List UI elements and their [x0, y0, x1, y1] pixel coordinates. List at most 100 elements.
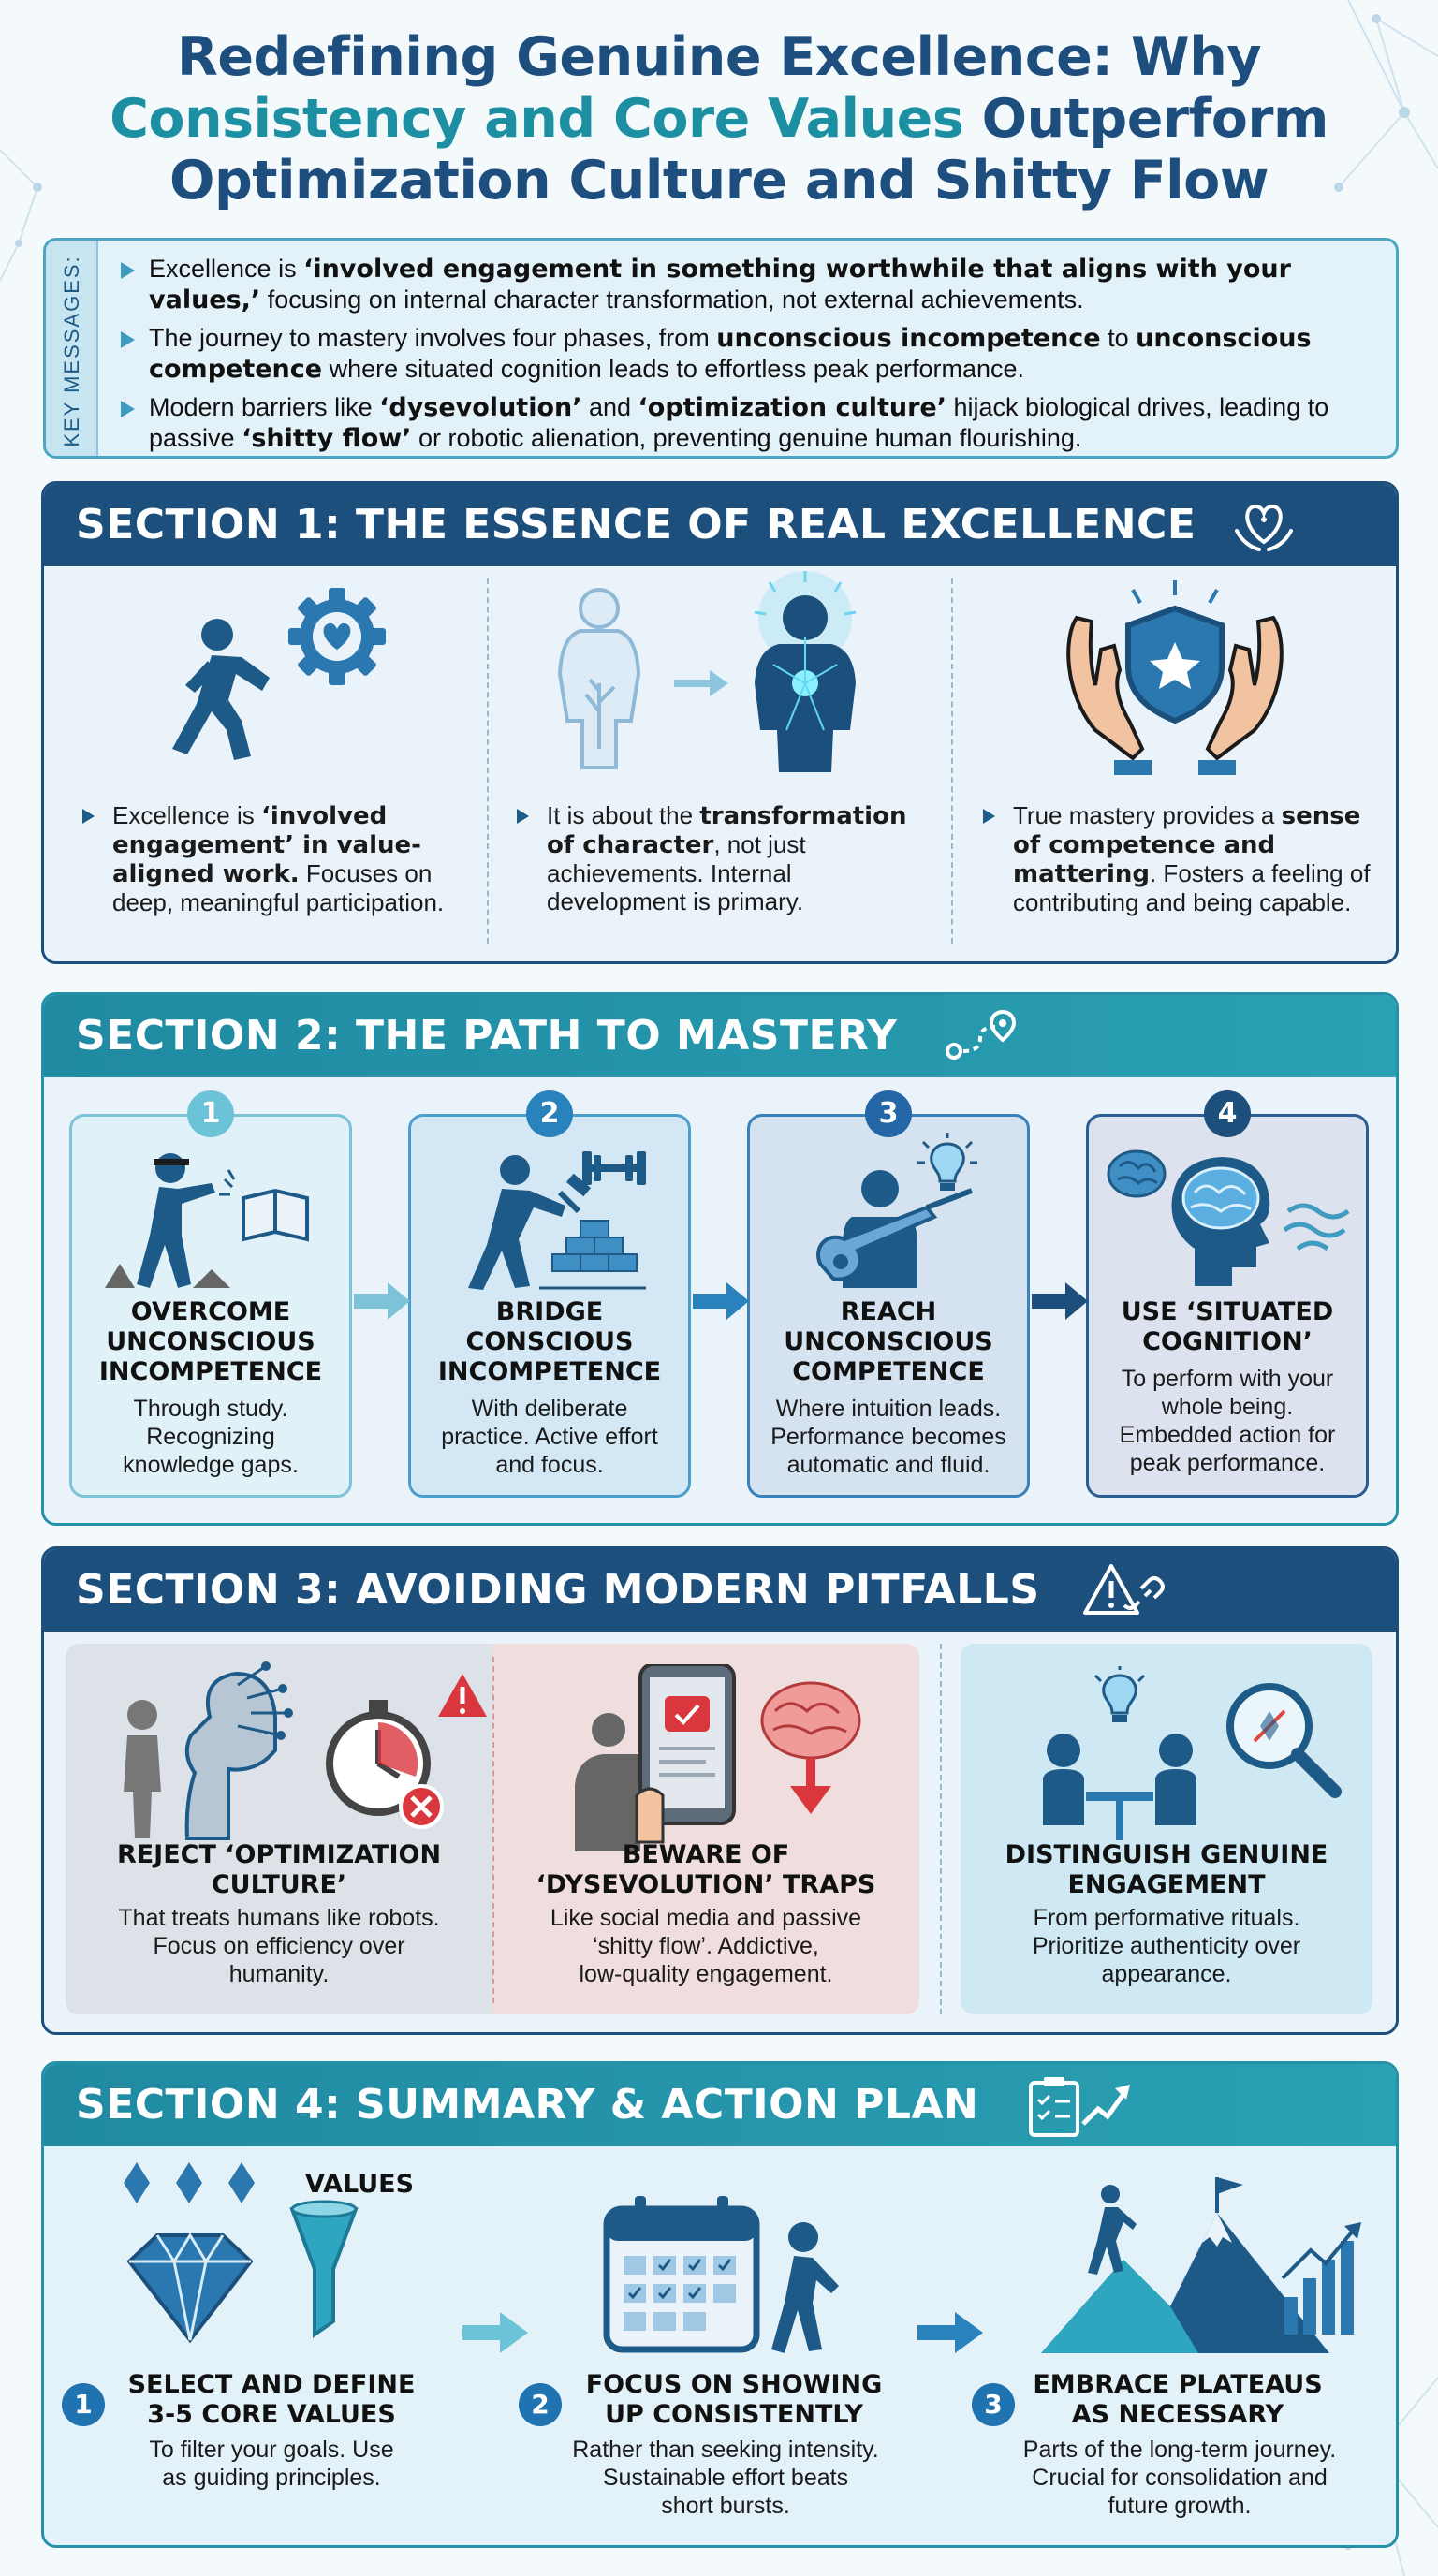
action-desc-line: future growth. [1108, 2493, 1252, 2519]
action-title-3: EMBRACE PLATEAUS AS NECESSARY [1019, 2370, 1337, 2430]
step-badge-2: 2 [526, 1090, 573, 1137]
pitfall-title-line: CULTURE’ [211, 1870, 347, 1899]
pitfall-desc-line: Prioritize authenticity over [1032, 1933, 1301, 1959]
essence-bold: transformation of character [547, 802, 907, 859]
essence-text: Focuses on deep, meaningful participatio… [112, 859, 445, 916]
title-highlight: Consistency and Core Values [110, 88, 964, 150]
blindfolded-person-book-icon [105, 1153, 309, 1288]
action-title-line: FOCUS ON SHOWING [585, 2370, 883, 2399]
arrow-right-icon [1032, 1282, 1088, 1320]
action-desc-line: short bursts. [661, 2493, 790, 2519]
section-1-heading: SECTION 1: THE ESSENCE OF REAL EXCELLENC… [76, 501, 1196, 549]
step-title-line: INCOMPETENCE [437, 1357, 662, 1386]
checklist-trend-icon [1029, 2077, 1130, 2137]
action-desc-3: Parts of the long-term journey. Crucial … [983, 2436, 1376, 2520]
phone-brain-down-icon [575, 1664, 861, 1852]
essence-text: True mastery provides a [1013, 801, 1282, 829]
step-desc-line: automatic and fluid. [786, 1452, 990, 1478]
pitfall-desc-line: ‘shitty flow’. Addictive, [593, 1933, 819, 1959]
action-desc-1: To filter your goals. Use as guiding pri… [94, 2436, 449, 2492]
section-3-heading: SECTION 3: AVOIDING MODERN PITFALLS [76, 1566, 1040, 1614]
action-number-1: 1 [62, 2383, 105, 2426]
section-3-header: SECTION 3: AVOIDING MODERN PITFALLS [44, 1549, 1396, 1632]
key-bold: unconscious incompetence [716, 324, 1101, 353]
triangle-bullet-icon [121, 331, 135, 348]
step-title-line: BRIDGE [495, 1297, 604, 1326]
title-line-1: Redefining Genuine Excellence: Why [176, 26, 1262, 88]
action-desc-2: Rather than seeking intensity. Sustainab… [534, 2436, 917, 2520]
section-2-heading: SECTION 2: THE PATH TO MASTERY [76, 1012, 898, 1060]
key-bold: ‘optimization culture’ [638, 393, 946, 422]
heart-hands-icon [1235, 504, 1293, 551]
action-number-3: 3 [972, 2383, 1015, 2426]
section-2-header: SECTION 2: THE PATH TO MASTERY [44, 995, 1396, 1077]
essence-text-1: Excellence is ‘involved engagement’ in v… [82, 801, 466, 916]
step-title-line: REACH [840, 1297, 937, 1326]
step-title-line: CONSCIOUS [465, 1327, 634, 1356]
step-title-line: USE ‘SITUATED [1121, 1297, 1334, 1326]
step-title-line: COGNITION’ [1142, 1327, 1313, 1356]
essence-text-3: True mastery provides a sense of compete… [983, 801, 1376, 916]
pitfall-title-line: REJECT ‘OPTIMIZATION [116, 1840, 442, 1869]
key-text: to [1100, 324, 1137, 352]
title-line-3: Optimization Culture and Shitty Flow [169, 150, 1269, 212]
key-message-item: Modern barriers like ‘dysevolution’ and … [117, 392, 1373, 454]
key-message-item: The journey to mastery involves four pha… [117, 323, 1373, 385]
step-title-4: USE ‘SITUATED COGNITION’ [1086, 1297, 1369, 1357]
step-desc-line: Performance becomes [770, 1424, 1006, 1450]
shield-star-hands-icon [1066, 580, 1284, 775]
warning-broken-link-icon [1083, 1564, 1165, 1615]
step-title-1: OVERCOME UNCONSCIOUS INCOMPETENCE [69, 1297, 352, 1387]
step-title-line: COMPETENCE [792, 1357, 985, 1386]
pitfall-title-1: REJECT ‘OPTIMIZATION CULTURE’ [66, 1840, 492, 1900]
key-text: or robotic alienation, preventing genuin… [411, 424, 1082, 452]
step-desc-line: To perform with your [1121, 1366, 1334, 1392]
pitfall-desc-1: That treats humans like robots. Focus on… [66, 1904, 492, 1988]
action-title-line: UP CONSISTENTLY [605, 2400, 863, 2429]
action-desc-line: Parts of the long-term journey. [1022, 2437, 1337, 2463]
brain-head-icon [1107, 1149, 1350, 1286]
key-bold: ‘involved engagement in something worthw… [149, 255, 1291, 315]
action-desc-line: Rather than seeking intensity. [572, 2437, 879, 2463]
step-title-3: REACH UNCONSCIOUS COMPETENCE [747, 1297, 1030, 1387]
key-text: Excellence is [149, 255, 304, 283]
section-4-header: SECTION 4: SUMMARY & ACTION PLAN [44, 2064, 1396, 2146]
step-title-2: BRIDGE CONSCIOUS INCOMPETENCE [408, 1297, 691, 1387]
essence-bold: ‘involved engagement’ in value-aligned w… [112, 802, 421, 888]
action-desc-line: as guiding principles. [162, 2465, 381, 2491]
key-text: The journey to mastery involves four pha… [149, 324, 717, 352]
mountain-flag-icon [1041, 2177, 1361, 2353]
step-badge-1: 1 [187, 1090, 234, 1137]
pitfall-desc-line: Like social media and passive [550, 1905, 862, 1931]
action-number-2: 2 [519, 2383, 562, 2426]
step-desc-line: With deliberate [471, 1396, 628, 1422]
pitfall-title-line: ENGAGEMENT [1067, 1870, 1266, 1899]
diamonds-funnel-icon [124, 2162, 359, 2344]
step-card-1 [69, 1114, 352, 1498]
pitfall-desc-line: appearance. [1101, 1961, 1232, 1987]
essence-text: Excellence is [112, 801, 261, 829]
arrow-right-icon [693, 1282, 749, 1320]
action-title-2: FOCUS ON SHOWING UP CONSISTENTLY [565, 2370, 902, 2430]
action-title-line: AS NECESSARY [1071, 2400, 1284, 2429]
key-messages-list: Excellence is ‘involved engagement in so… [117, 254, 1373, 456]
essence-text-2: It is about the transformation of charac… [517, 801, 929, 915]
guitar-player-bulb-icon [816, 1133, 977, 1288]
pitfall-title-line: DISTINGUISH GENUINE [1005, 1840, 1328, 1869]
pitfall-desc-line: low-quality engagement. [579, 1961, 833, 1987]
page-title: Redefining Genuine Excellence: Why Consi… [56, 26, 1382, 212]
arrow-right-icon [354, 1282, 410, 1320]
triangle-bullet-icon [82, 809, 95, 824]
section-4-heading: SECTION 4: SUMMARY & ACTION PLAN [76, 2081, 979, 2129]
step-title-line: UNCONSCIOUS [106, 1327, 315, 1356]
step-desc-line: whole being. [1161, 1394, 1294, 1420]
human-robot-stopwatch-icon [124, 1661, 487, 1840]
essence-text: . Fosters a feeling of contributing and … [1013, 859, 1371, 916]
action-desc-line: Sustainable effort beats [602, 2465, 849, 2491]
pitfall-desc-3: From performative rituals. Prioritize au… [961, 1904, 1372, 1988]
key-message-item: Excellence is ‘involved engagement in so… [117, 254, 1373, 315]
title-line-2-rest: Outperform [963, 88, 1329, 150]
key-messages-label: KEY MESSAGES: [60, 255, 83, 447]
path-pin-icon [946, 1010, 1017, 1060]
essence-bold: sense of competence and mattering [1013, 802, 1361, 888]
